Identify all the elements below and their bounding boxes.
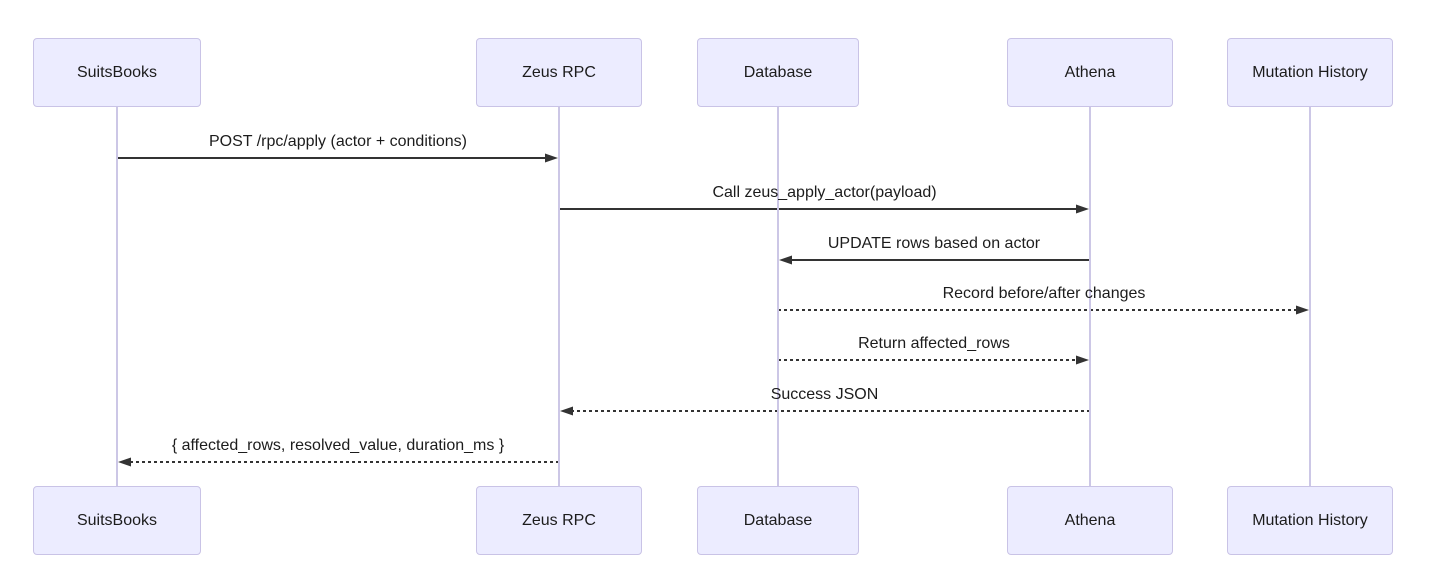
message-label-3: UPDATE rows based on actor (827, 235, 1041, 252)
lifeline-database (777, 107, 779, 486)
lifeline-zeus-rpc (558, 107, 560, 486)
message-label-1: POST /rpc/apply (actor + conditions) (208, 133, 468, 150)
participant-top-athena: Athena (1007, 38, 1173, 107)
message-arrowhead-1 (545, 153, 558, 163)
message-arrowhead-5 (1076, 355, 1089, 365)
participant-top-mutation-history: Mutation History (1227, 38, 1393, 107)
participant-bottom-athena: Athena (1007, 486, 1173, 555)
message-label-6: Success JSON (770, 386, 879, 403)
message-arrowhead-3 (779, 255, 792, 265)
message-label-7: { affected_rows, resolved_value, duratio… (171, 437, 505, 454)
lifeline-suitsbooks (116, 107, 118, 486)
lifeline-athena (1089, 107, 1091, 486)
participant-bottom-suitsbooks: SuitsBooks (33, 486, 201, 555)
participant-bottom-zeus-rpc: Zeus RPC (476, 486, 642, 555)
participant-top-zeus-rpc: Zeus RPC (476, 38, 642, 107)
participant-bottom-database: Database (697, 486, 859, 555)
message-arrowhead-6 (560, 406, 573, 416)
message-label-4: Record before/after changes (942, 285, 1146, 302)
participant-top-suitsbooks: SuitsBooks (33, 38, 201, 107)
message-label-2: Call zeus_apply_actor(payload) (712, 184, 937, 201)
message-label-5: Return affected_rows (858, 335, 1010, 352)
message-arrowhead-4 (1296, 305, 1309, 315)
participant-bottom-mutation-history: Mutation History (1227, 486, 1393, 555)
message-arrowhead-2 (1076, 204, 1089, 214)
participant-top-database: Database (697, 38, 859, 107)
lifeline-mutation-history (1309, 107, 1311, 486)
message-arrowhead-7 (118, 457, 131, 467)
